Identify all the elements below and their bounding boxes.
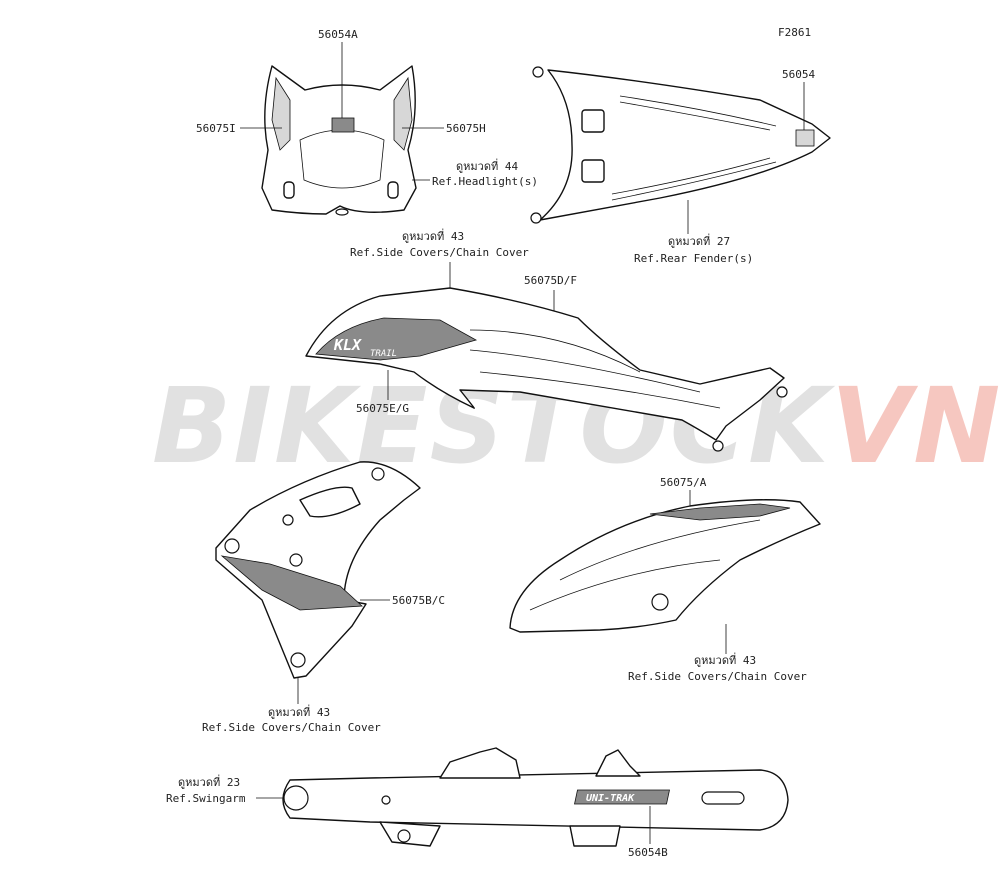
label-shroud-ref: Ref.Side Covers/Chain Cover xyxy=(350,246,529,259)
shroud-mount-hole xyxy=(712,440,724,452)
kawasaki-emblem xyxy=(331,117,355,133)
headlight-cover xyxy=(261,65,417,216)
label-56075eg: 56075E/G xyxy=(356,402,409,415)
label-fender-ref: Ref.Rear Fender(s) xyxy=(634,252,753,265)
headlight-slot-right xyxy=(387,181,399,199)
left-cover-hole-4 xyxy=(282,514,294,526)
label-56054: 56054 xyxy=(782,68,815,81)
fender-emblem xyxy=(795,129,815,147)
decal-trail: TRAIL xyxy=(370,349,397,359)
figure-id: F2861 xyxy=(778,26,811,39)
swingarm: UNI-TRAK xyxy=(282,747,789,847)
right-cover-top-decal xyxy=(649,503,791,521)
fender-clip-lower xyxy=(581,159,605,183)
label-56075df: 56075D/F xyxy=(524,274,577,287)
uni-trak-decal: UNI-TRAK xyxy=(586,793,635,804)
left-cover-inner-frame xyxy=(299,486,361,518)
uni-trak-decal-box xyxy=(574,789,670,805)
right-side-cover xyxy=(509,499,821,633)
swingarm-lower-hole xyxy=(397,829,411,843)
label-56075i: 56075I xyxy=(196,122,236,135)
label-56075bc: 56075B/C xyxy=(392,594,445,607)
right-cover-stripe-2 xyxy=(529,559,721,611)
label-left-cover-ref: Ref.Side Covers/Chain Cover xyxy=(202,721,381,734)
shroud-stripe-1 xyxy=(469,329,641,373)
label-left-cover-ref-thai: ดูหมวดที่ 43 xyxy=(268,704,330,719)
label-fender-ref-thai: ดูหมวดที่ 27 xyxy=(668,233,730,248)
rear-fender-body xyxy=(539,69,831,221)
label-56075a: 56075/A xyxy=(660,476,707,489)
radiator-shroud: KLX TRAIL xyxy=(305,287,788,452)
headlight-window xyxy=(299,129,385,189)
fender-stripe-bottom-2 xyxy=(611,157,771,195)
swingarm-slot xyxy=(701,791,745,805)
right-cover-grommet xyxy=(651,593,669,611)
left-cover-hole-1 xyxy=(224,538,240,554)
fender-mount-bottom xyxy=(530,212,542,224)
shroud-stripe-2 xyxy=(469,349,701,393)
headlight-bolt-hole xyxy=(335,208,349,216)
left-side-cover xyxy=(215,461,421,679)
label-56054b: 56054B xyxy=(628,846,668,859)
left-cover-decal xyxy=(220,555,363,611)
label-headlight-ref-thai: ดูหมวดที่ 44 xyxy=(456,158,518,173)
label-56075h: 56075H xyxy=(446,122,486,135)
swingarm-upper-bracket xyxy=(439,747,521,779)
shroud-decal-band xyxy=(315,317,478,361)
headlight-right-stripe xyxy=(393,76,413,151)
label-shroud-ref-thai: ดูหมวดที่ 43 xyxy=(402,228,464,243)
fender-clip-upper xyxy=(581,109,605,133)
left-cover-hole-2 xyxy=(289,553,303,567)
fender-stripe-bottom xyxy=(611,161,777,201)
headlight-slot-left xyxy=(283,181,295,199)
shroud-stripe-3 xyxy=(479,371,721,409)
left-cover-hole-5 xyxy=(290,652,306,668)
right-side-cover-body xyxy=(509,499,821,633)
shroud-grommet xyxy=(776,386,788,398)
fender-stripe-top xyxy=(619,95,777,127)
swingarm-chain-guide xyxy=(569,825,621,847)
label-headlight-ref: Ref.Headlight(s) xyxy=(432,175,538,188)
swingarm-mount-hole xyxy=(381,795,391,805)
label-swingarm-ref: Ref.Swingarm xyxy=(166,792,246,805)
rear-fender xyxy=(530,66,831,224)
left-cover-hole-3 xyxy=(371,467,385,481)
fender-mount-top xyxy=(532,66,544,78)
right-cover-stripe-1 xyxy=(559,519,761,581)
label-56054a: 56054A xyxy=(318,28,358,41)
headlight-left-stripe xyxy=(271,76,291,151)
headlight-cover-body xyxy=(261,65,417,215)
swingarm-body xyxy=(282,769,789,831)
watermark-part2: VN xyxy=(831,365,1000,487)
label-right-cover-ref-thai: ดูหมวดที่ 43 xyxy=(694,652,756,667)
label-swingarm-ref-thai: ดูหมวดที่ 23 xyxy=(178,774,240,789)
label-right-cover-ref: Ref.Side Covers/Chain Cover xyxy=(628,670,807,683)
swingarm-pivot xyxy=(283,785,309,811)
decal-klx: KLX xyxy=(333,336,362,354)
swingarm-rear-bracket xyxy=(595,749,641,777)
fender-stripe-top-2 xyxy=(619,101,771,131)
